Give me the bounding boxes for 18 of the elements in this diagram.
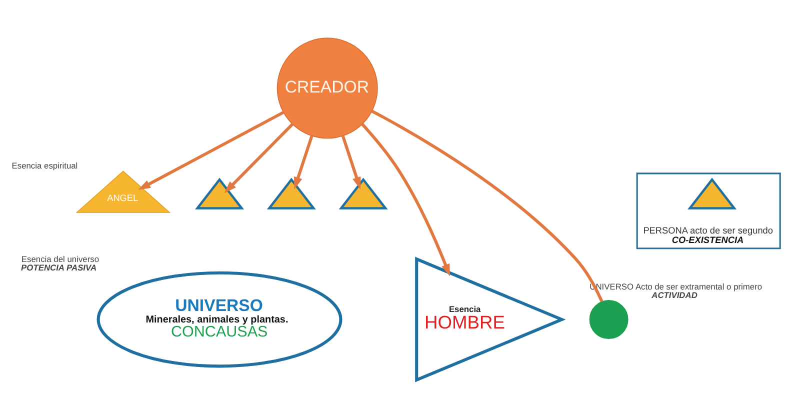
node-triangle bbox=[266, 177, 316, 209]
node-triangle bbox=[338, 177, 388, 209]
node-triangle bbox=[195, 177, 244, 209]
arrow bbox=[294, 135, 314, 189]
node-ellipse: UNIVERSO Minerales, animales y plantas. CONCAUSAS bbox=[96, 270, 342, 368]
node-label: POTENCIA PASIVA bbox=[21, 262, 97, 272]
node-triangle bbox=[688, 177, 737, 209]
cluster: PERSONA acto de ser segundo CO-EXISTENCIA bbox=[636, 172, 781, 249]
node-circle bbox=[589, 300, 628, 339]
arrow bbox=[341, 135, 361, 189]
node-label: Esencia espiritual bbox=[12, 160, 78, 170]
node-label: Esencia del universo bbox=[21, 254, 100, 264]
node-circle: CREADOR bbox=[276, 37, 378, 138]
connector bbox=[371, 109, 604, 302]
arrow bbox=[224, 122, 294, 193]
node-label: ACTIVIDAD bbox=[652, 289, 698, 300]
arrow bbox=[138, 110, 284, 190]
arrow bbox=[361, 122, 450, 276]
